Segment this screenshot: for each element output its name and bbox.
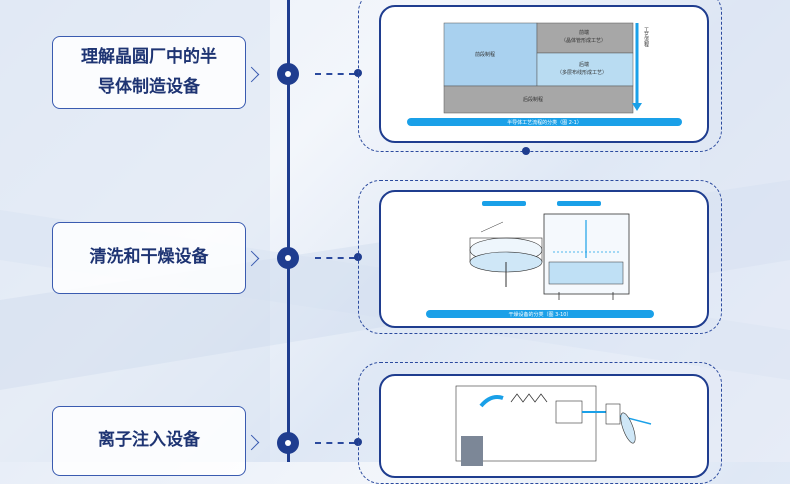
cell-mid-right-sub: （多层布线形成工艺） (557, 70, 608, 76)
card-frame (358, 0, 722, 152)
timeline-node (277, 432, 299, 454)
topic-card-cleaning-drying[interactable]: 清洗和干燥设备 (52, 222, 246, 294)
timeline-line (287, 0, 290, 462)
diagram-card-process-flow[interactable]: 前段制程 前端 （晶体管形成工艺） 后端 （多层布线形成工艺） 后段制程 工艺流… (379, 5, 709, 143)
topic-card-ion-implantation[interactable]: 离子注入设备 (52, 406, 246, 476)
flow-side-label: 工艺流程 (643, 27, 649, 47)
chevron-right-icon (243, 250, 260, 267)
topic-label-line2: 导体制造设备 (98, 76, 200, 97)
connector-dash (315, 257, 355, 259)
cell-left-label: 前段制程 (475, 52, 496, 58)
card-frame (358, 180, 722, 334)
timeline-node (277, 247, 299, 269)
topic-label: 清洗和干燥设备 (89, 247, 209, 268)
cell-top-right-title: 前端 (579, 30, 590, 36)
card-bottom-dot (522, 147, 530, 155)
chevron-right-icon (243, 66, 260, 83)
topic-label-line1: 理解晶圆厂中的半 (81, 46, 217, 67)
topic-label: 离子注入设备 (98, 430, 200, 451)
chevron-right-icon (243, 434, 260, 451)
drying-equipment-diagram (469, 201, 630, 300)
figure-caption: 半导体工艺流程的分类（图 2-1） (407, 118, 682, 126)
figure-caption: 干燥设备的分类（图 3-10） (426, 310, 654, 318)
topic-card-fab-equipment[interactable]: 理解晶圆厂中的半 导体制造设备 (52, 36, 246, 109)
cell-top-right-sub: （晶体管形成工艺） (561, 38, 607, 44)
connector-dash (315, 73, 355, 75)
timeline-node (277, 63, 299, 85)
cell-mid-right-title: 后端 (579, 62, 590, 68)
connector-dash (315, 442, 355, 444)
cell-bottom-label: 后段制程 (523, 97, 544, 103)
process-classification-diagram (443, 22, 642, 114)
diagram-card-drying[interactable]: 干燥设备的分类（图 3-10） (379, 190, 709, 328)
diagram-card-ion-implanter[interactable] (379, 374, 709, 478)
ion-implanter-diagram (455, 385, 652, 466)
